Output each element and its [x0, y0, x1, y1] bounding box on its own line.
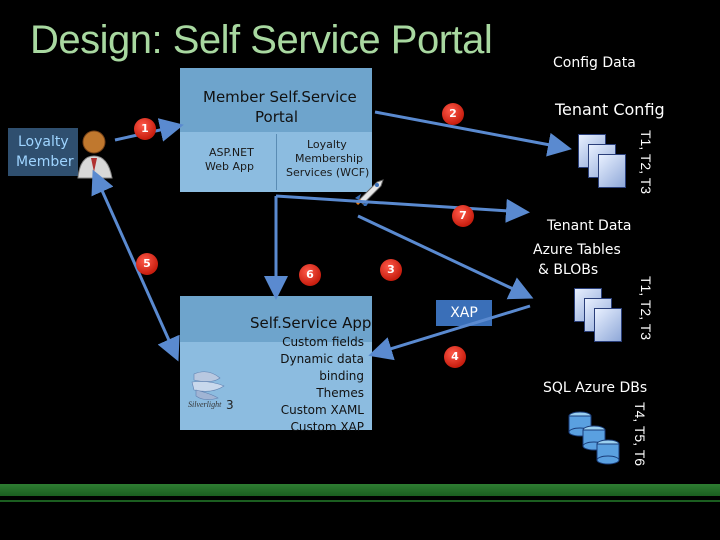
step-7-badge: 7 [452, 205, 474, 227]
selfservice-app-box [180, 296, 372, 430]
arrow-4 [368, 304, 531, 361]
app-feature-item: Custom XAML [280, 403, 364, 417]
app-header [180, 296, 372, 342]
footer-line [0, 500, 720, 502]
tenant-config-label: Tenant Config [555, 100, 665, 119]
app-feature-list: Custom fields Dynamic data binding Theme… [232, 334, 364, 436]
config-data-label: Config Data [553, 55, 636, 71]
app-feature-item: Dynamic data binding [280, 352, 364, 383]
step-4-badge: 4 [444, 346, 466, 368]
sql-azure-label: SQL Azure DBs [543, 380, 648, 396]
step-3-badge: 3 [380, 259, 402, 281]
arrow-2 [374, 110, 572, 157]
app-title: Self.Service App [250, 314, 372, 332]
wcf-line3: Services (WCF) [286, 166, 370, 179]
arrow-3 [357, 214, 534, 300]
person-icon [76, 128, 116, 186]
footer-bar [0, 484, 720, 496]
step-5-badge: 5 [136, 253, 158, 275]
silverlight-version: 3 [226, 398, 234, 412]
app-feature-item: Custom XAP [290, 420, 364, 434]
loyalty-member-box [8, 128, 78, 176]
loyalty-member-line1: Loyalty [18, 134, 69, 150]
loyalty-member-line2: Member [16, 154, 74, 170]
app-feature-item: Custom fields [282, 335, 364, 349]
app-feature-item: Themes [316, 386, 364, 400]
arrow-7 [275, 194, 530, 223]
wcf-line2: Membership [295, 152, 363, 165]
slide-title: Design: Self Service Portal [30, 18, 493, 62]
step-1-badge: 1 [134, 118, 156, 140]
step-2-badge: 2 [442, 103, 464, 125]
tenant-data-label: Tenant Data [547, 218, 632, 234]
wcf-line1: Loyalty [307, 138, 347, 151]
portal-divider [276, 134, 277, 190]
aspnet-line2: Web App [205, 160, 254, 173]
silverlight-logo: Silverlight 3 [186, 368, 236, 416]
aspnet-line1: ASP.NET [209, 146, 254, 159]
step-6-badge: 6 [299, 264, 321, 286]
portal-title-line2: Portal [255, 108, 299, 126]
azure-tables-label: Azure Tables [533, 242, 621, 258]
silverlight-label: Silverlight [188, 400, 222, 409]
blobs-label: & BLOBs [538, 262, 599, 278]
portal-title-line1: Member Self.Service [203, 88, 357, 106]
